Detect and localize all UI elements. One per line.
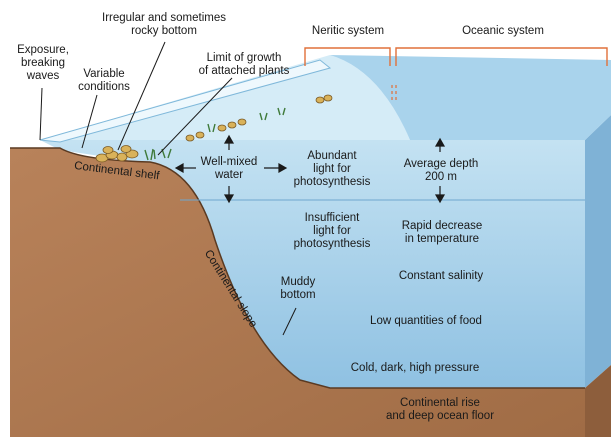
rocky-bottom: [95, 145, 139, 163]
label-average-depth: Average depth 200 m: [403, 158, 479, 183]
label-limit-of-growth: Limit of growth of attached plants: [198, 52, 290, 77]
label-muddy-bottom: Muddy bottom: [280, 276, 316, 301]
label-abundant-light: Abundant light for photosynthesis: [293, 150, 371, 188]
label-variable-conditions: Variable conditions: [78, 68, 130, 93]
oceanic-bracket: [395, 47, 608, 66]
neritic-bracket: [304, 47, 391, 66]
label-constant-salinity: Constant salinity: [398, 270, 484, 282]
seabed: [10, 148, 585, 437]
surface-rocks: [185, 94, 333, 142]
breaking-wave: [39, 59, 332, 143]
label-low-food: Low quantities of food: [370, 315, 482, 327]
label-oceanic-system: Oceanic system: [462, 25, 544, 37]
arrows: [174, 134, 446, 204]
label-irregular-bottom: Irregular and sometimes rocky bottom: [102, 12, 226, 37]
ocean-surface: [330, 55, 611, 140]
label-insufficient-light: Insufficient light for photosynthesis: [293, 212, 371, 250]
label-cold-dark: Cold, dark, high pressure: [350, 362, 480, 374]
water-front-face: [40, 140, 585, 388]
leader-lines: [39, 41, 297, 336]
label-continental-rise: Continental rise and deep ocean floor: [385, 397, 495, 422]
water-side-face: [585, 115, 611, 388]
label-well-mixed: Well-mixed water: [200, 156, 258, 181]
seabed-side-face: [585, 365, 611, 437]
label-rapid-decrease: Rapid decrease in temperature: [401, 220, 483, 245]
label-neritic-system: Neritic system: [311, 25, 385, 37]
label-exposure: Exposure, breaking waves: [17, 44, 69, 82]
